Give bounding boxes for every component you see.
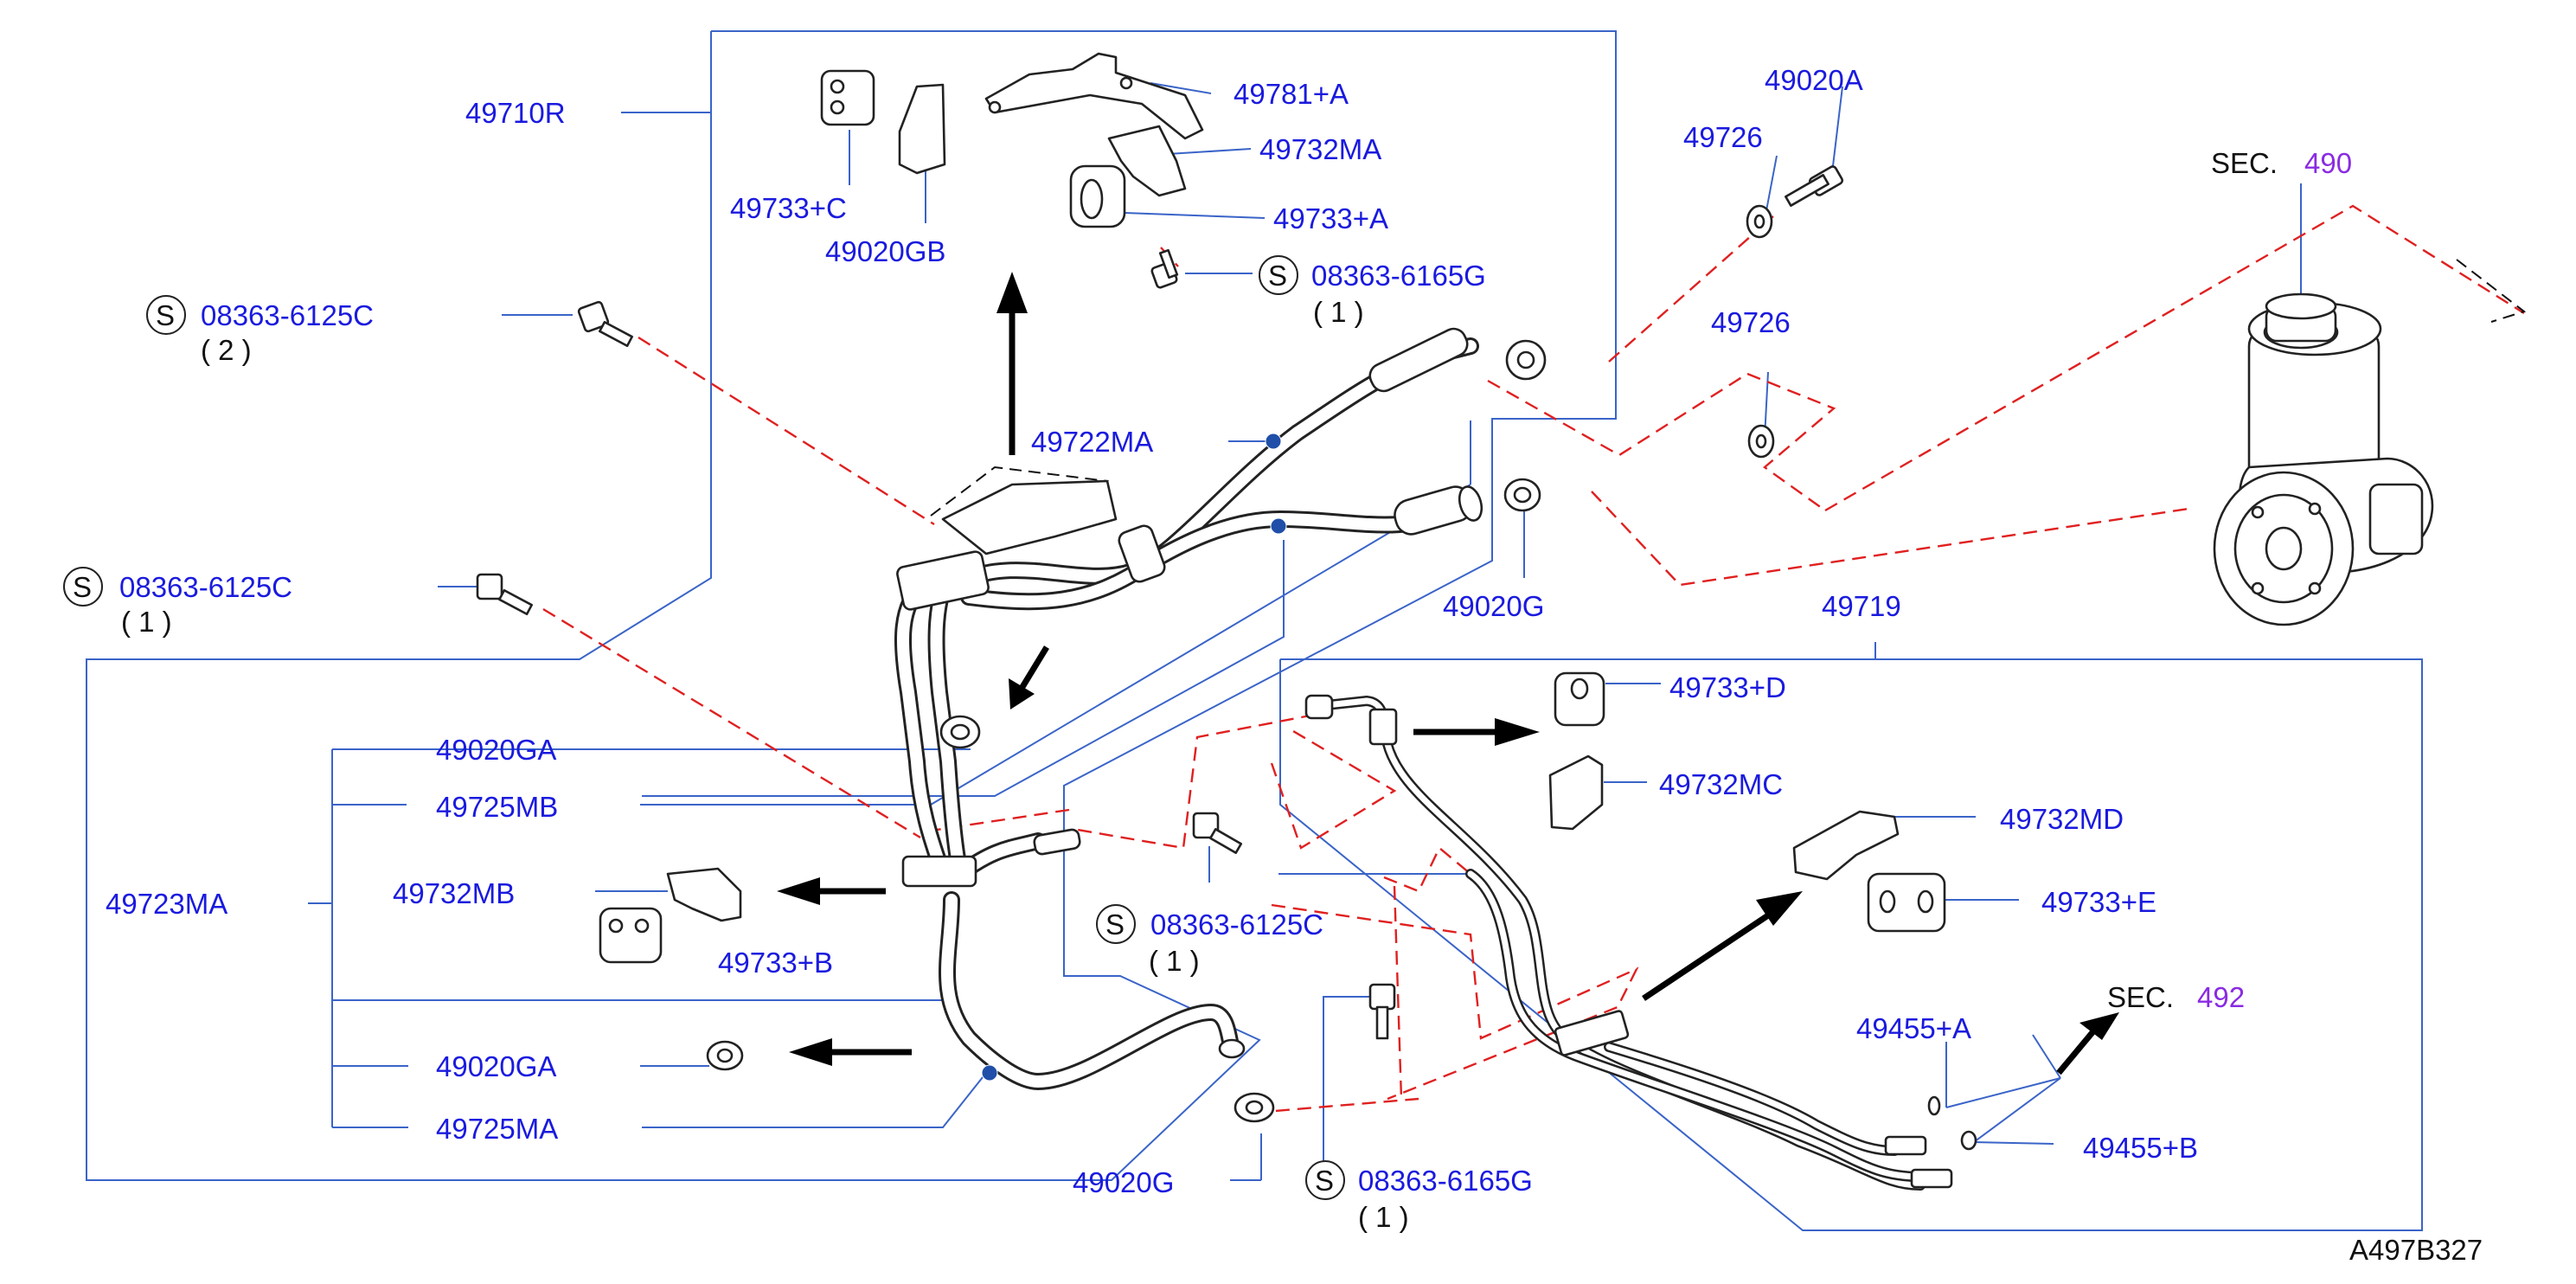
label-49020ga-2[interactable]: 49020GA [436, 1050, 556, 1082]
screw-callout-4[interactable]: S 08363-6125C ( 1 ) [1096, 904, 1323, 977]
screw-callouts: S 08363-6165G ( 1 ) S 08363-6125C ( 2 ) … [63, 255, 1533, 1233]
label-49732mb[interactable]: 49732MB [393, 877, 515, 909]
label-49710r[interactable]: 49710R [465, 97, 566, 129]
label-49732md[interactable]: 49732MD [2000, 803, 2124, 835]
section-references: SEC. 490 SEC. 492 [2107, 147, 2352, 1013]
label-49020ga-1[interactable]: 49020GA [436, 734, 556, 766]
svg-text:SEC.: SEC. [2211, 147, 2278, 179]
svg-text:08363-6165G: 08363-6165G [1311, 260, 1486, 292]
label-49020gb[interactable]: 49020GB [825, 235, 945, 267]
label-49733d[interactable]: 49733+D [1669, 671, 1786, 703]
frame-49719 [1279, 658, 2423, 1231]
label-49781a[interactable]: 49781+A [1234, 78, 1349, 110]
svg-text:( 2 ): ( 2 ) [201, 334, 252, 366]
label-49723ma[interactable]: 49723MA [106, 888, 227, 920]
svg-text:( 1 ): ( 1 ) [1313, 296, 1364, 328]
svg-text:( 1 ): ( 1 ) [1149, 945, 1200, 977]
section-492[interactable]: SEC. 492 [2107, 981, 2245, 1013]
label-49733a[interactable]: 49733+A [1273, 202, 1388, 234]
svg-text:492: 492 [2197, 981, 2245, 1013]
label-49732ma[interactable]: 49732MA [1259, 133, 1381, 165]
label-49733b[interactable]: 49733+B [718, 947, 833, 979]
small-parts [476, 52, 1977, 1151]
label-49722ma[interactable]: 49722MA [1031, 426, 1153, 458]
screw-callout-2[interactable]: S 08363-6125C ( 2 ) [146, 295, 374, 366]
svg-text:08363-6125C: 08363-6125C [1150, 908, 1323, 941]
label-49455b[interactable]: 49455+B [2083, 1132, 2198, 1164]
svg-text:S: S [73, 571, 92, 603]
label-49725mb[interactable]: 49725MB [436, 791, 558, 823]
reference-lines [930, 259, 2527, 527]
svg-text:( 1 ): ( 1 ) [1358, 1201, 1409, 1233]
leader-lines [332, 82, 2302, 1181]
label-49733c[interactable]: 49733+C [730, 192, 847, 224]
direction-arrows [777, 272, 2119, 1075]
diagram-id: A497B327 [2349, 1234, 2483, 1266]
pressure-hose-assembly [894, 327, 1547, 1090]
screw-callout-5[interactable]: S 08363-6165G ( 1 ) [1305, 1160, 1533, 1233]
svg-text:08363-6165G: 08363-6165G [1358, 1165, 1533, 1197]
svg-text:490: 490 [2304, 147, 2352, 179]
label-49732mc[interactable]: 49732MC [1659, 768, 1783, 800]
svg-text:S: S [1105, 908, 1125, 941]
label-49455a[interactable]: 49455+A [1856, 1012, 1971, 1044]
svg-text:( 1 ): ( 1 ) [121, 606, 172, 638]
return-tube-assembly [1304, 694, 1953, 1191]
svg-text:S: S [156, 299, 175, 331]
svg-text:SEC.: SEC. [2107, 981, 2174, 1013]
label-49725ma[interactable]: 49725MA [436, 1113, 558, 1145]
label-49020a[interactable]: 49020A [1765, 64, 1863, 96]
screw-callout-1[interactable]: S 08363-6165G ( 1 ) [1259, 255, 1486, 328]
label-49020g-bottom[interactable]: 49020G [1073, 1166, 1174, 1198]
frame-49710r [86, 30, 1617, 1181]
svg-text:08363-6125C: 08363-6125C [201, 299, 374, 331]
svg-text:S: S [1268, 260, 1287, 292]
label-49719[interactable]: 49719 [1822, 590, 1901, 622]
svg-text:S: S [1315, 1165, 1334, 1197]
label-49726-mid[interactable]: 49726 [1711, 306, 1791, 338]
screw-callout-3[interactable]: S 08363-6125C ( 1 ) [63, 567, 292, 638]
power-steering-pump [2213, 292, 2434, 626]
part-labels: 49710R 49781+A 49732MA 49733+A 49733+C 4… [106, 64, 2198, 1198]
label-49726-top[interactable]: 49726 [1683, 121, 1763, 153]
group-frames [86, 30, 2423, 1231]
section-490[interactable]: SEC. 490 [2211, 147, 2352, 179]
label-49020g-top[interactable]: 49020G [1443, 590, 1544, 622]
label-49733e[interactable]: 49733+E [2041, 886, 2156, 918]
svg-text:08363-6125C: 08363-6125C [119, 571, 292, 603]
